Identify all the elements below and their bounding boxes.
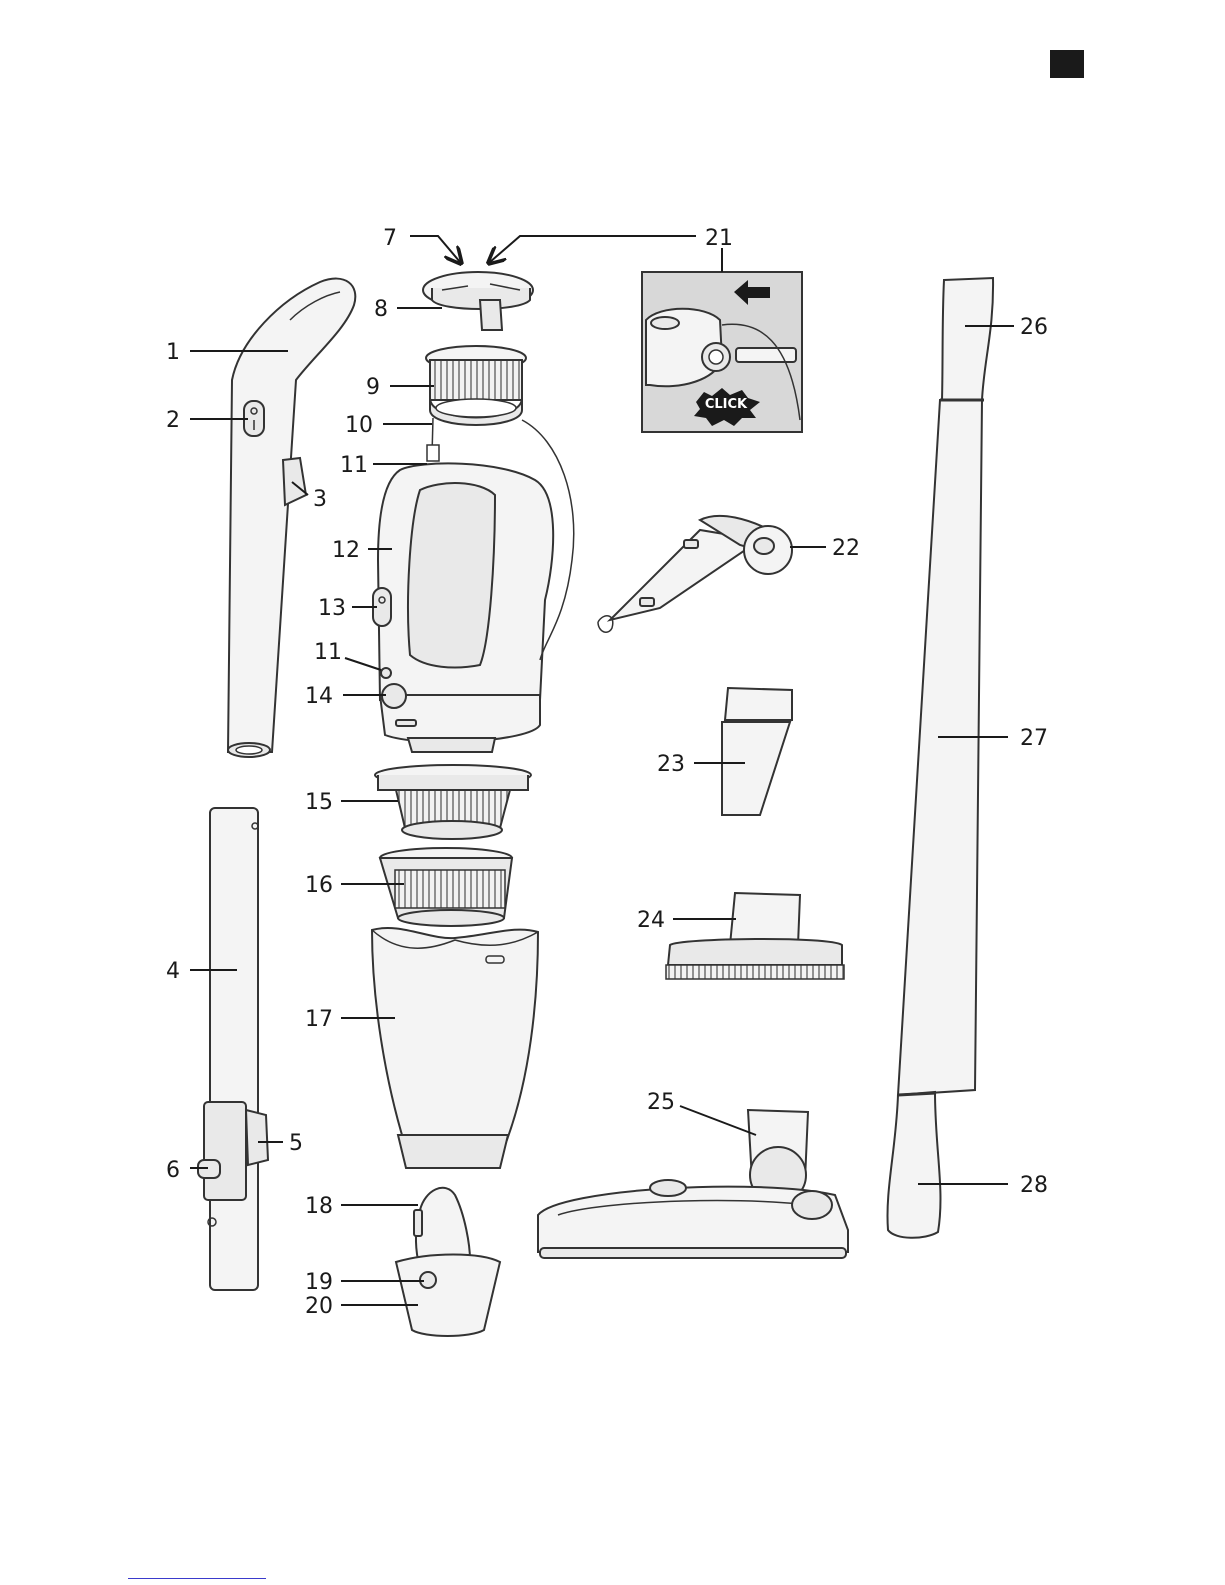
label-4: 4 xyxy=(166,959,180,984)
label-24: 24 xyxy=(637,908,665,933)
label-7: 7 xyxy=(383,226,397,251)
footer-link-underline[interactable] xyxy=(128,1578,266,1579)
brush-nozzle-drawing xyxy=(666,893,844,979)
label-3: 3 xyxy=(313,487,327,512)
label-22: 22 xyxy=(832,536,860,561)
label-17: 17 xyxy=(305,1007,333,1032)
main-body-drawing xyxy=(373,418,574,752)
extension-tube-drawing xyxy=(198,808,268,1290)
dust-filter-drawing xyxy=(375,765,531,839)
label-10: 10 xyxy=(345,413,373,438)
label-16: 16 xyxy=(305,873,333,898)
bottom-lid-drawing xyxy=(396,1188,500,1336)
label-13: 13 xyxy=(318,596,346,621)
label-11-top: 11 xyxy=(340,453,368,478)
dust-container-drawing xyxy=(372,928,538,1168)
label-20: 20 xyxy=(305,1294,333,1319)
motor-filter-drawing xyxy=(426,346,526,425)
label-19: 19 xyxy=(305,1270,333,1295)
crevice-nozzle-drawing xyxy=(722,688,792,815)
leader-lines xyxy=(190,236,1014,1305)
label-21: 21 xyxy=(705,226,733,251)
label-26: 26 xyxy=(1020,315,1048,340)
label-27: 27 xyxy=(1020,726,1048,751)
label-25: 25 xyxy=(647,1090,675,1115)
label-11-bottom: 11 xyxy=(314,640,342,665)
label-5: 5 xyxy=(289,1131,303,1156)
motor-cap-drawing xyxy=(423,272,533,330)
label-12: 12 xyxy=(332,538,360,563)
click-inset-panel: CLICK xyxy=(642,272,802,432)
label-18: 18 xyxy=(305,1194,333,1219)
label-1: 1 xyxy=(166,340,180,365)
label-2: 2 xyxy=(166,408,180,433)
filter-holder-drawing xyxy=(380,848,512,926)
label-15: 15 xyxy=(305,790,333,815)
label-6: 6 xyxy=(166,1158,180,1183)
click-label: CLICK xyxy=(705,397,748,412)
label-14: 14 xyxy=(305,684,333,709)
label-8: 8 xyxy=(374,297,388,322)
label-23: 23 xyxy=(657,752,685,777)
label-9: 9 xyxy=(366,375,380,400)
label-28: 28 xyxy=(1020,1173,1048,1198)
shoulder-strap-drawing xyxy=(598,516,792,632)
flexible-hose-drawing xyxy=(887,278,993,1238)
floor-nozzle-drawing xyxy=(538,1110,848,1258)
